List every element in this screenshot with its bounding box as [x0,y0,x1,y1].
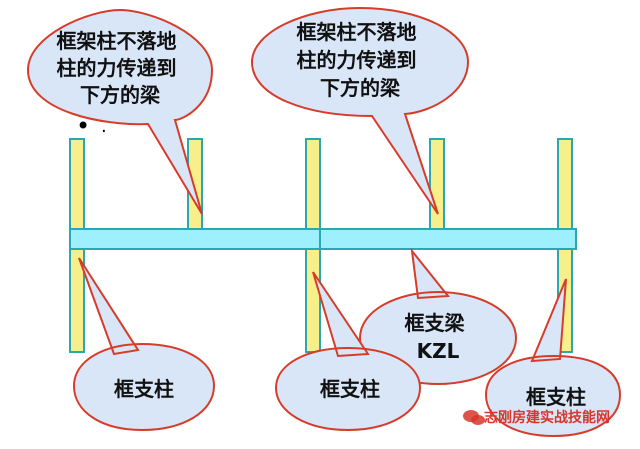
upper-column-3 [305,138,321,230]
callout-top-right-line-2: 柱的力传递到 [297,48,417,72]
callout-top-left-label: 框架柱不落地 柱的力传递到 下方的梁 [57,29,184,107]
upper-column-4 [429,138,445,230]
callout-top-right-line-3: 下方的梁 [320,76,401,100]
callout-bottom-left-bubble [72,257,216,432]
callout-top-left-line-1: 框架柱不落地 [57,29,177,53]
marker-dot-2: · [101,121,107,142]
wechat-icon [463,410,485,425]
wechat-bubble-front [471,415,485,425]
callout-bottom-left-line-1: 框支柱 [114,377,174,401]
lower-column-2 [305,248,321,353]
callout-top-left-bubble [26,8,214,215]
callout-top-right-bubble [250,6,470,215]
callout-beam-label: 框支梁 KZL [405,311,472,363]
callout-beam-line-2: KZL [417,339,460,363]
callout-bottom-mid-label: 框支柱 [320,377,380,401]
frame-support-beam [69,228,577,250]
callout-beam-line-1: 框支梁 [405,311,466,335]
callout-bottom-left: 框支柱 [72,257,216,432]
callout-top-right-label: 框架柱不落地 柱的力传递到 下方的梁 [297,20,424,100]
callout-top-right-line-1: 框架柱不落地 [297,20,417,44]
callout-bottom-right-bubble [484,278,622,438]
callout-bottom-mid-bubble [274,271,422,432]
callout-top-right: 框架柱不落地 柱的力传递到 下方的梁 [250,6,470,215]
callout-top-left: 框架柱不落地 柱的力传递到 下方的梁 [26,8,214,215]
callout-top-left-line-3: 下方的梁 [80,83,161,107]
callout-beam: 框支梁 KZL [358,247,518,386]
marker-dot-1: • [76,112,90,140]
upper-column-1 [69,138,85,230]
watermark-label: 志刚房建实战技能网 [484,409,610,426]
callout-bottom-left-label: 框支柱 [114,377,174,401]
callout-top-left-line-2: 柱的力传递到 [57,56,177,80]
callout-bottom-right-label: 框支柱 [526,385,586,409]
callout-bottom-mid-line-1: 框支柱 [320,377,380,401]
watermark: 志刚房建实战技能网 [463,409,610,426]
callout-bottom-mid: 框支柱 [274,271,422,432]
callout-bottom-right: 框支柱 [484,278,622,438]
upper-column-5 [557,138,573,230]
callout-bottom-right-line-1: 框支柱 [526,385,586,409]
lower-column-1 [69,248,85,353]
